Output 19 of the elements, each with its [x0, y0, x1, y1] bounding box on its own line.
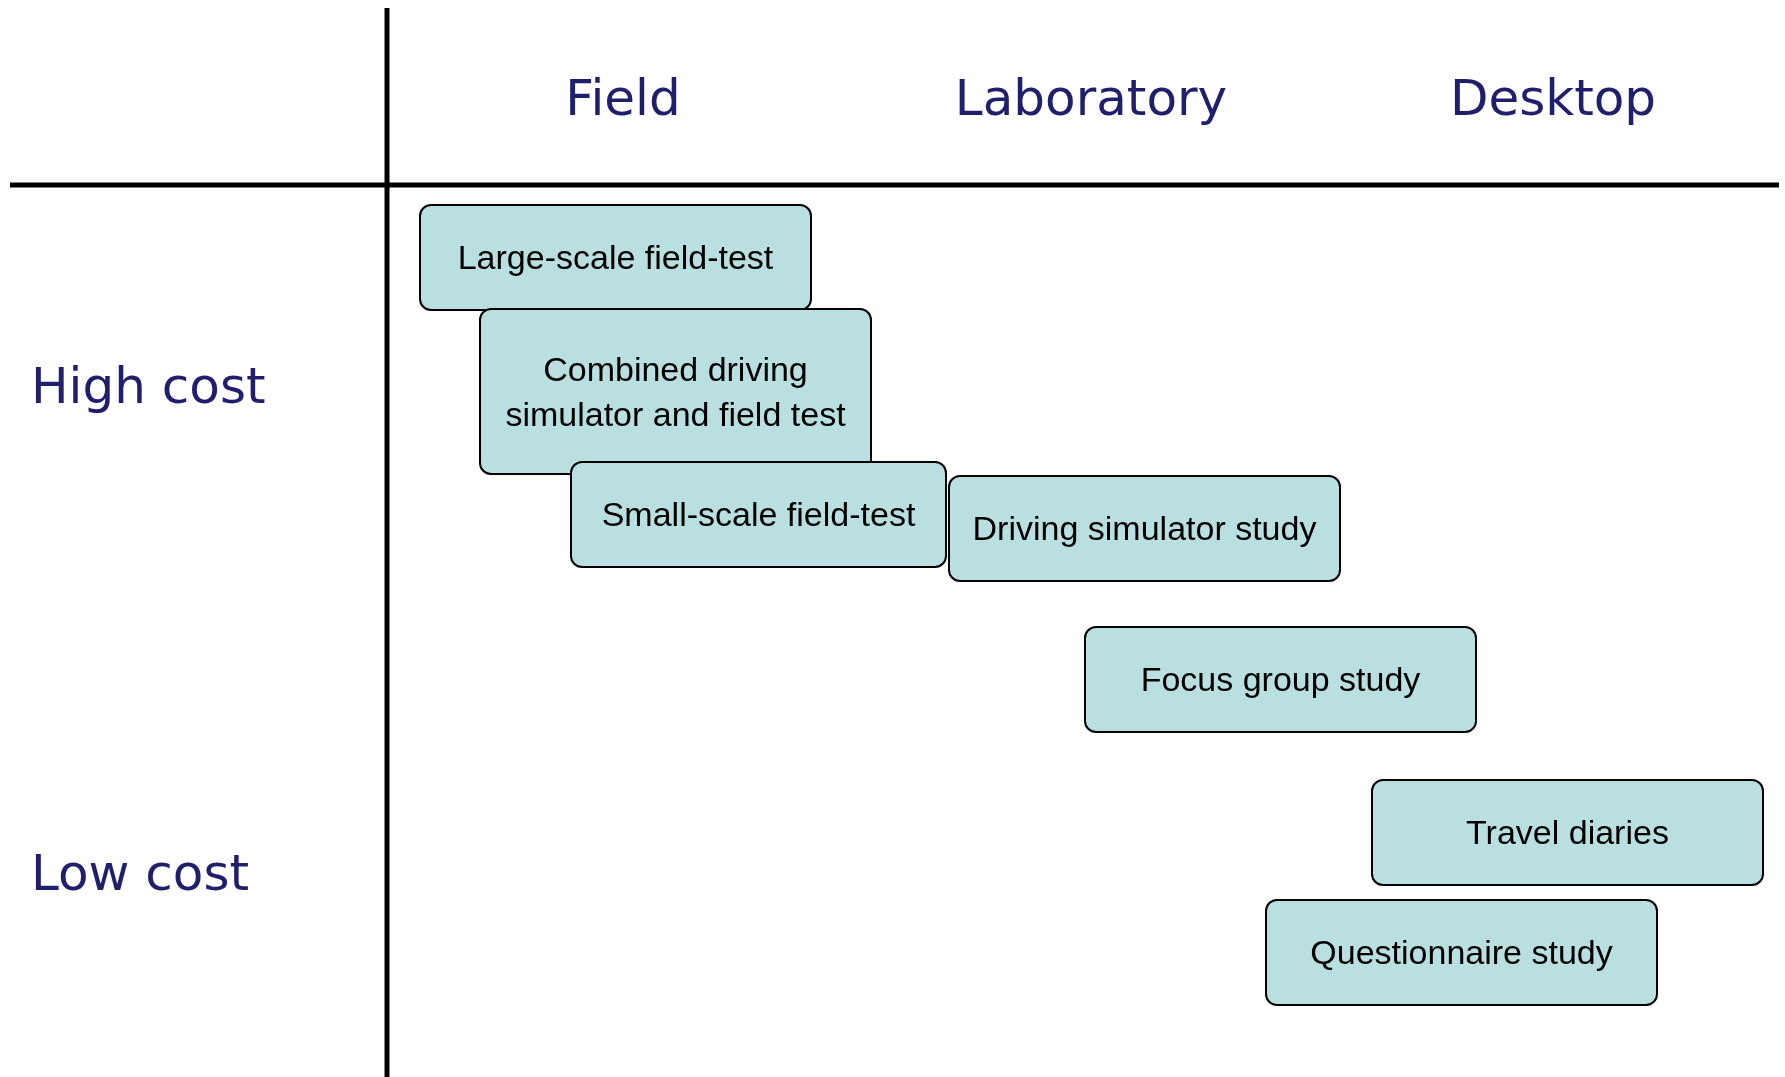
- method-label: Focus group study: [1140, 659, 1421, 701]
- method-label: Questionnaire study: [1310, 932, 1613, 974]
- method-label: Travel diaries: [1466, 812, 1669, 854]
- row-heading: High cost: [31, 357, 266, 415]
- method-label: Driving simulator study: [972, 508, 1317, 550]
- method-label: Small-scale field-test: [601, 494, 916, 536]
- method-box: [948, 475, 1341, 582]
- column-heading: Desktop: [1449, 69, 1657, 127]
- column-heading: Field: [565, 69, 681, 127]
- method-box: [1084, 626, 1477, 733]
- method-box: [570, 461, 947, 568]
- method-box: [1371, 779, 1764, 886]
- method-box: [419, 204, 812, 311]
- method-label: Large-scale field-test: [457, 237, 774, 279]
- method-box: [1265, 899, 1658, 1006]
- row-heading: Low cost: [31, 844, 250, 902]
- method-label: Combined driving simulator and field test: [504, 349, 847, 435]
- method-box: [479, 308, 872, 475]
- column-heading: Laboratory: [954, 69, 1228, 127]
